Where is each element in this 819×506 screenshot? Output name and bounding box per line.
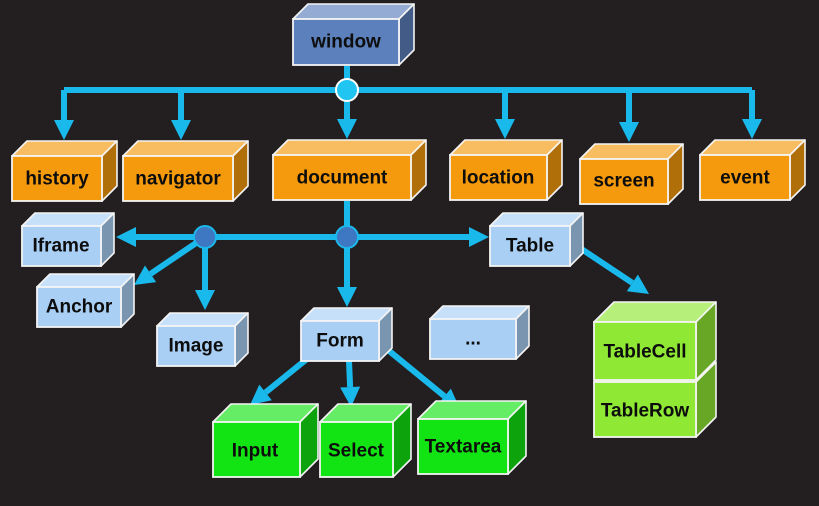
node-form-top <box>300 307 393 322</box>
junction-document <box>335 225 359 249</box>
node-document <box>272 139 427 201</box>
node-tablecell-front <box>593 321 697 381</box>
arrow-textarea-shaft <box>386 347 447 399</box>
node-tablerow-front <box>593 381 697 438</box>
node-document-front <box>272 154 412 201</box>
arrow-tablecell-head <box>626 274 649 294</box>
node-image-top <box>156 312 249 327</box>
node-window-top <box>292 3 415 20</box>
node-location <box>449 139 563 201</box>
node-anchor-top <box>36 273 135 288</box>
node-iframe-front <box>21 225 102 267</box>
nodes <box>11 3 806 478</box>
arrow-form-head <box>337 287 357 307</box>
node-input <box>212 403 319 478</box>
node-screen-label: screen <box>593 171 654 192</box>
node-document-top <box>272 139 427 156</box>
node-table <box>489 212 584 267</box>
node-image-front <box>156 325 236 367</box>
node-table-top <box>489 212 584 227</box>
node-anchor-front <box>36 286 122 328</box>
junction-left <box>193 225 217 249</box>
node-tablecell <box>593 301 717 381</box>
arrow-select-head <box>340 386 361 407</box>
arrow-history-head <box>54 120 74 140</box>
arrow-location-head <box>495 119 515 139</box>
node-ellipsis <box>429 305 530 360</box>
node-select-front <box>319 421 394 478</box>
arrow-select-shaft <box>346 360 354 388</box>
node-tablerow-label: TableRow <box>601 401 690 422</box>
node-table-label: Table <box>506 236 554 257</box>
node-window <box>292 3 415 66</box>
node-history-top <box>11 140 118 157</box>
node-iframe <box>21 212 115 267</box>
node-location-front <box>449 154 548 201</box>
node-form <box>300 307 393 362</box>
node-history <box>11 140 118 202</box>
node-history-front <box>11 155 103 202</box>
node-window-front <box>292 18 400 66</box>
node-input-front <box>212 421 301 478</box>
connectors <box>54 66 762 409</box>
node-event-label: event <box>720 168 770 189</box>
arrow-navigator-head <box>171 120 191 140</box>
node-anchor <box>36 273 135 328</box>
node-tablecell-top <box>593 301 717 323</box>
node-navigator-label: navigator <box>135 169 221 190</box>
arrow-input-head <box>250 384 272 405</box>
node-labels: window history navigator document locati… <box>25 32 770 462</box>
node-ellipsis-top <box>429 305 530 320</box>
arrow-iframe-head <box>116 227 136 247</box>
node-image <box>156 312 249 367</box>
arrow-event-head <box>742 119 762 139</box>
arrow-image-head <box>195 290 215 310</box>
arrow-table-head <box>469 227 489 247</box>
node-location-top <box>449 139 563 156</box>
node-tablecell-label: TableCell <box>603 342 686 363</box>
node-event <box>699 139 806 201</box>
node-screen-front <box>579 158 669 205</box>
node-navigator-top <box>122 140 249 157</box>
node-screen <box>579 143 684 205</box>
arrow-screen-head <box>619 122 639 142</box>
node-input-label: Input <box>232 441 279 462</box>
node-image-label: Image <box>169 336 224 357</box>
node-textarea-label: Textarea <box>425 437 502 458</box>
node-anchor-label: Anchor <box>46 297 113 318</box>
node-screen-top <box>579 143 684 160</box>
node-select <box>319 403 412 478</box>
node-table-front <box>489 225 571 267</box>
node-iframe-top <box>21 212 115 227</box>
node-location-label: location <box>462 168 535 189</box>
node-window-label: window <box>310 32 381 53</box>
node-select-label: Select <box>328 441 385 462</box>
node-textarea <box>417 400 527 475</box>
node-event-top <box>699 139 806 156</box>
arrow-anchor-head <box>134 265 157 285</box>
node-form-label: Form <box>316 331 364 352</box>
node-ellipsis-label: ... <box>465 329 481 350</box>
node-navigator <box>122 140 249 202</box>
node-textarea-front <box>417 418 509 475</box>
arrow-document-head <box>337 119 357 139</box>
node-navigator-front <box>122 155 234 202</box>
node-history-label: history <box>25 169 89 190</box>
node-iframe-label: Iframe <box>32 236 89 257</box>
junction-window <box>335 78 359 102</box>
node-event-front <box>699 154 791 201</box>
node-form-front <box>300 320 380 362</box>
node-document-label: document <box>297 168 388 189</box>
node-ellipsis-front <box>429 318 517 360</box>
